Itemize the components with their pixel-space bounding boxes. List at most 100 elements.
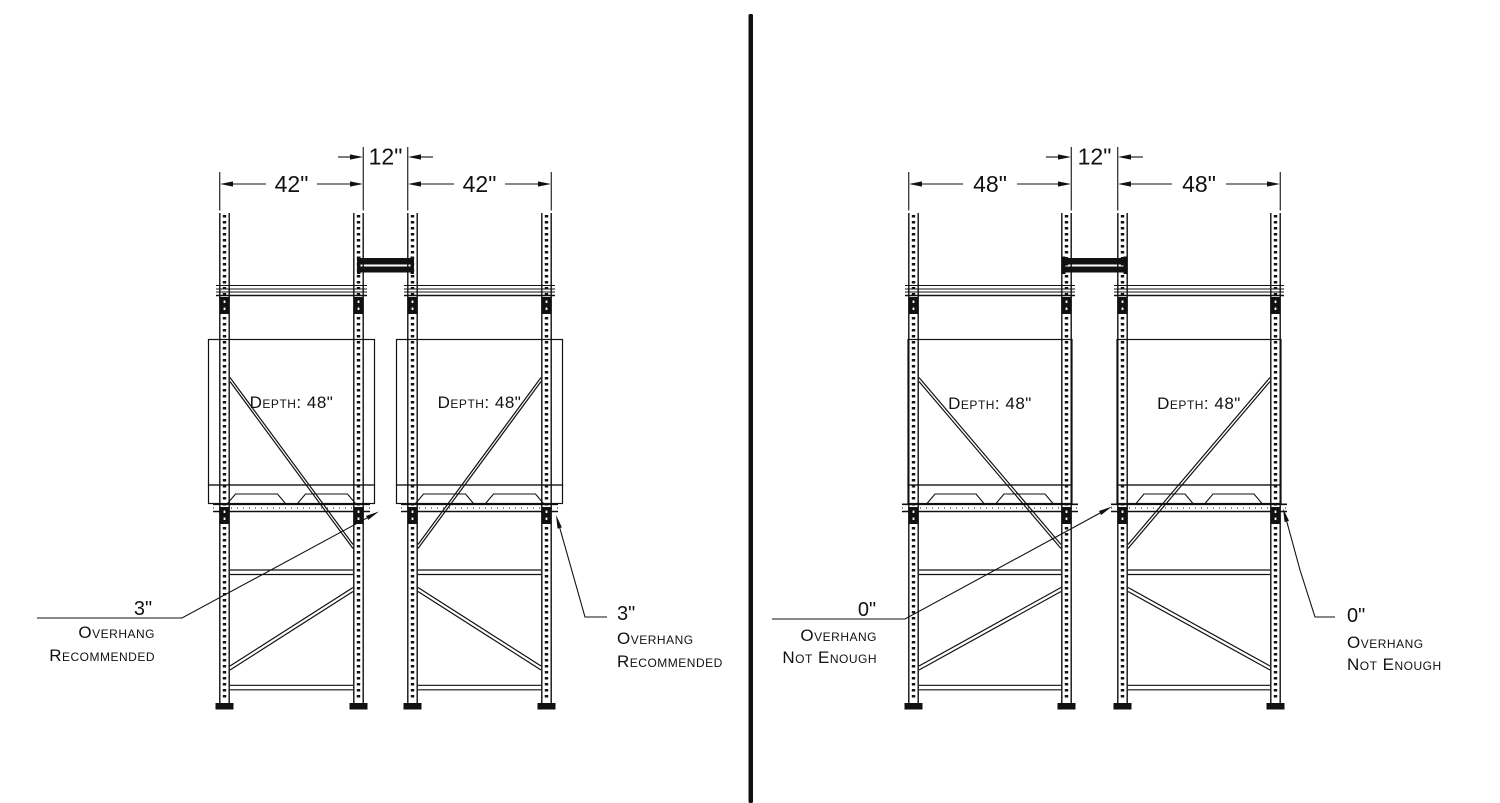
- row-spacer: [1062, 256, 1127, 274]
- connector-bolt: [1121, 300, 1124, 303]
- row-spacer-bar: [359, 258, 412, 265]
- connector-bolt: [223, 510, 226, 513]
- pallet: [395, 338, 564, 505]
- row-spacer-endcap: [357, 256, 361, 274]
- callout-right-diagram-left: 0" Overhang Not Enough: [772, 506, 1112, 667]
- dim-value-flue: 12": [1078, 144, 1112, 170]
- pallet-depth-label: Depth: 48": [250, 393, 334, 412]
- connector-bolt: [411, 307, 414, 310]
- connector-bolt: [1274, 510, 1277, 513]
- beam-connector: [1270, 297, 1281, 314]
- connector-bolt: [223, 517, 226, 520]
- callout-value: 0": [858, 599, 876, 621]
- beam-connector: [1061, 297, 1072, 314]
- leader-line: [558, 526, 607, 618]
- leader-arrow-icon: [366, 511, 379, 520]
- connector-bolt: [545, 510, 548, 513]
- dim-arrow-icon: [220, 181, 233, 187]
- dim-arrow-icon: [1058, 154, 1071, 160]
- connector-bolt: [912, 510, 915, 513]
- rack-frames-and-pallets: [207, 213, 1287, 710]
- pallet-notch: [415, 493, 474, 504]
- leader-arrow-icon: [1099, 506, 1112, 515]
- callout-line1: Overhang: [78, 623, 155, 642]
- callout-line1: Overhang: [800, 626, 877, 645]
- callout-value: 3": [617, 603, 635, 625]
- connector-bolt: [1065, 300, 1068, 303]
- dim-arrow-icon: [408, 181, 421, 187]
- dim-value-left-frame: 42": [275, 171, 309, 197]
- pallet-labels: Depth: 48" Depth: 48" Depth: 48" Depth: …: [250, 393, 1241, 413]
- beam-connector: [353, 507, 364, 524]
- leader-line: [772, 512, 1101, 620]
- pallet-notch: [1204, 493, 1263, 504]
- lower-diagonal-brace: [918, 586, 1062, 667]
- pallet: [207, 338, 376, 505]
- dim-value-right-frame: 42": [463, 171, 497, 197]
- connector-bolt: [357, 517, 360, 520]
- post-footplate: [403, 703, 422, 710]
- upper-diagonal-brace: [918, 381, 1062, 549]
- beam-connector: [219, 507, 230, 524]
- pallet-bottom-band: [907, 484, 1073, 505]
- dim-value-left-frame: 48": [973, 171, 1007, 197]
- dim-arrow-icon: [1267, 181, 1280, 187]
- beam-connector: [353, 297, 364, 314]
- rack-frame: [1111, 213, 1287, 710]
- callout-value: 3": [134, 598, 152, 620]
- post-footplate: [349, 703, 368, 710]
- callout-line2: Not Enough: [1347, 655, 1442, 674]
- row-spacer-endcap: [410, 256, 414, 274]
- callout-line1: Overhang: [1347, 633, 1424, 652]
- upper-diagonal-brace: [417, 381, 542, 549]
- lower-diagonal-brace: [1127, 590, 1271, 671]
- post-footplate: [1057, 703, 1076, 710]
- dim-arrow-icon: [538, 181, 551, 187]
- dim-arrow-icon: [350, 154, 363, 160]
- pallet: [907, 338, 1073, 505]
- pallet-notch: [995, 493, 1054, 504]
- upper-diagonal-brace: [1127, 377, 1271, 545]
- pallet: [1116, 338, 1282, 505]
- connector-bolt: [1065, 510, 1068, 513]
- beam-connector: [541, 507, 552, 524]
- pallet-bottom-band: [1116, 484, 1282, 505]
- connector-bolt: [1121, 307, 1124, 310]
- beam-connector: [407, 507, 418, 524]
- beam-connector: [908, 297, 919, 314]
- dimensions-right-diagram: 48" 48" 12": [908, 144, 1281, 211]
- pallet-depth-label: Depth: 48": [948, 394, 1032, 413]
- rack-frame: [213, 213, 370, 710]
- upper-diagonal-brace: [229, 377, 354, 545]
- callout-left-diagram-left: 3" Overhang Recommended: [37, 511, 379, 665]
- row-spacer-bar: [1064, 258, 1125, 265]
- leader-line: [1285, 520, 1335, 618]
- beam-connector: [908, 507, 919, 524]
- connector-bolt: [912, 517, 915, 520]
- connector-bolt: [1121, 510, 1124, 513]
- beam-connector: [1270, 507, 1281, 524]
- lower-diagonal-brace: [229, 586, 354, 667]
- section-divider: [748, 14, 753, 803]
- connector-bolt: [1065, 517, 1068, 520]
- rack-frame: [902, 213, 1078, 710]
- lower-diagonal-brace: [229, 590, 354, 671]
- callout-line2: Recommended: [617, 652, 723, 671]
- pallet-notch: [1135, 493, 1194, 504]
- upper-diagonal-brace: [1127, 381, 1271, 549]
- row-spacer-endcap: [1123, 256, 1127, 274]
- lower-diagonal-brace: [417, 590, 542, 671]
- leader-arrow-icon: [556, 515, 562, 529]
- beam-connector: [407, 297, 418, 314]
- beam-connector: [541, 297, 552, 314]
- connector-bolt: [1274, 517, 1277, 520]
- dim-arrow-icon: [350, 181, 363, 187]
- connector-bolt: [223, 307, 226, 310]
- lower-diagonal-brace: [417, 586, 542, 667]
- connector-bolt: [411, 517, 414, 520]
- callout-value: 0": [1347, 605, 1365, 627]
- post-footplate: [215, 703, 234, 710]
- upper-diagonal-brace: [417, 377, 542, 545]
- beam-connector: [1117, 507, 1128, 524]
- connector-bolt: [545, 517, 548, 520]
